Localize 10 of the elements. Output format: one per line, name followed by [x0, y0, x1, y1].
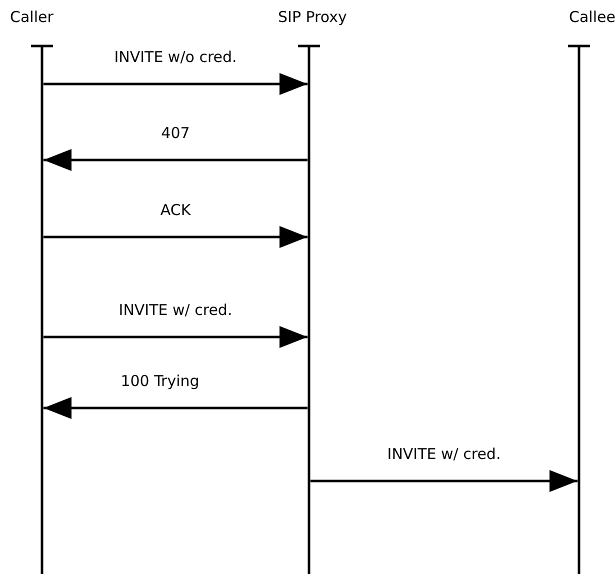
message-arrow: [44, 149, 308, 171]
message-arrow: [44, 226, 308, 248]
lifeline: [566, 8, 616, 574]
message-arrow: [310, 470, 578, 492]
message-arrow: [44, 73, 308, 95]
participant-name: SIP Proxy: [278, 8, 347, 26]
message-arrow: [44, 397, 308, 419]
message-arrow: [44, 326, 308, 348]
participant-name: Callee: [569, 8, 616, 26]
participant-name: Caller: [10, 8, 54, 26]
